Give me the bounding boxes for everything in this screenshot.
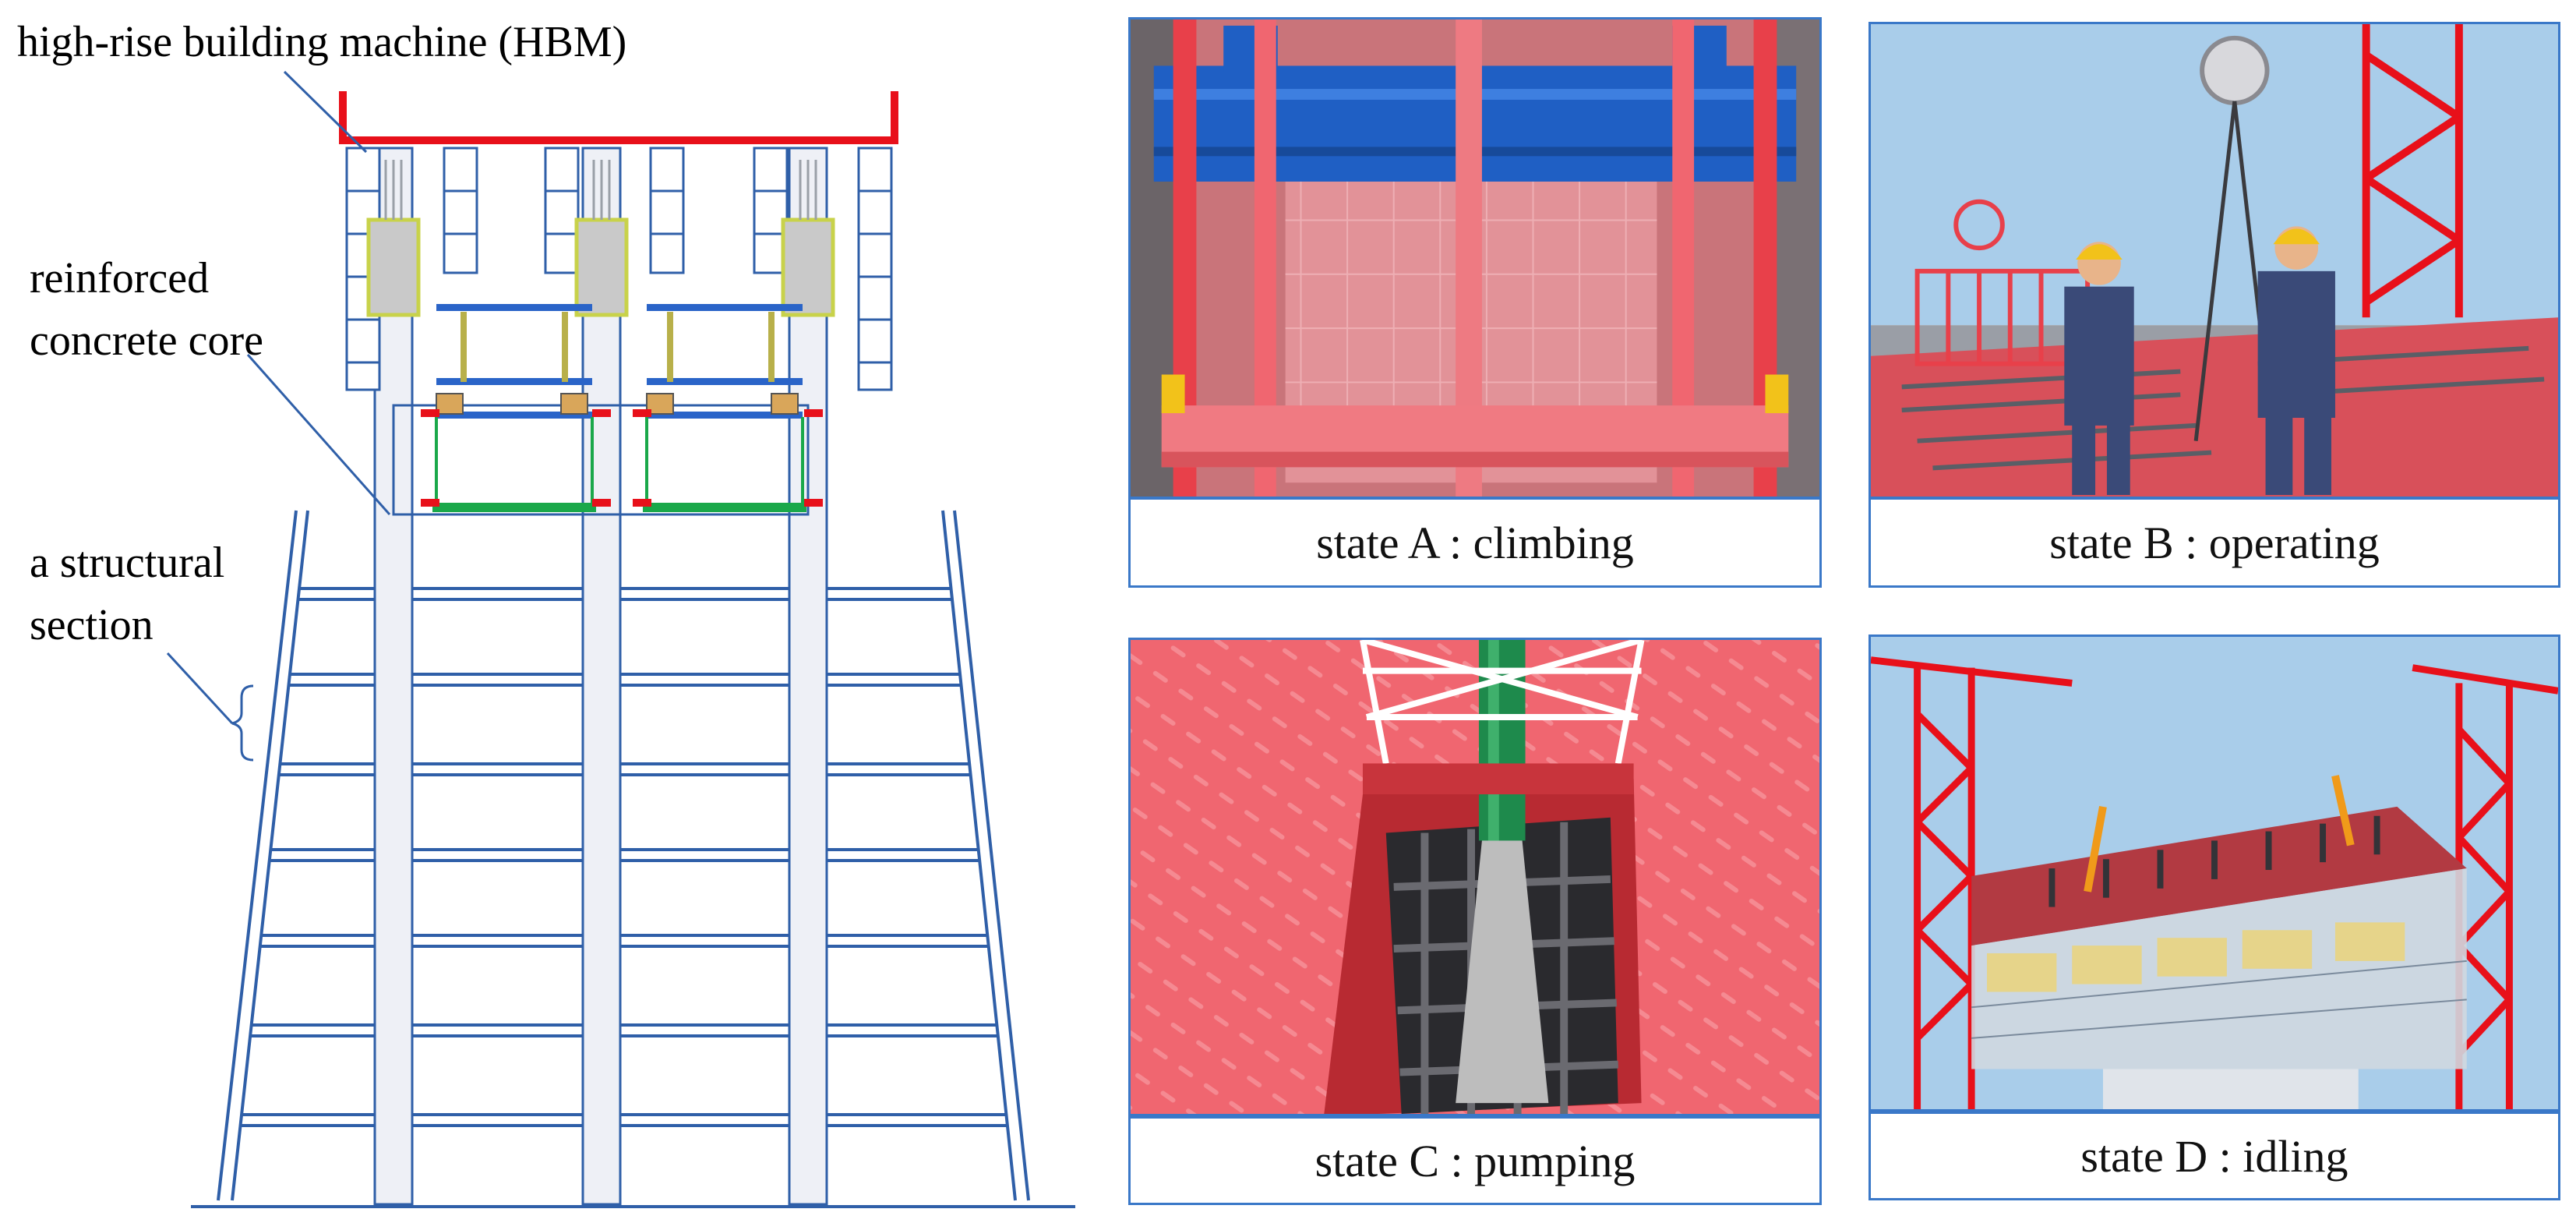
state-c-image	[1128, 638, 1822, 1116]
support-pad	[592, 409, 611, 417]
pumping-scene-icon	[1131, 640, 1819, 1114]
formwork-panel	[544, 147, 580, 274]
left-outer-edge	[217, 510, 298, 1201]
state-d-image	[1868, 634, 2560, 1112]
steel-beam	[436, 412, 592, 419]
leader-lines	[166, 70, 391, 762]
right-outer-edge	[953, 510, 1030, 1201]
hanging-rod	[562, 312, 568, 382]
support-pad	[421, 499, 439, 507]
hydraulic-jack	[436, 393, 464, 415]
hydraulic-jack	[771, 393, 799, 415]
working-platform	[643, 503, 806, 512]
state-a-panel: state A : climbing	[1128, 17, 1822, 588]
state-c-panel: state C : pumping	[1128, 638, 1822, 1205]
core-leader-line	[246, 354, 391, 515]
hanging-rod	[768, 312, 775, 382]
state-b-caption: state B : operating	[1868, 497, 2560, 588]
hbm-structure-diagram: high-rise building machine (HBM) reinfor…	[17, 18, 1075, 1208]
hbm-support-column	[781, 217, 835, 317]
hbm-support-column	[366, 217, 421, 317]
steel-beam	[647, 304, 803, 311]
support-pad	[804, 409, 823, 417]
hbm-label: high-rise building machine (HBM)	[17, 18, 626, 66]
idling-scene-icon	[1871, 637, 2558, 1109]
hanging-rod	[461, 312, 467, 382]
core-column	[581, 147, 622, 1206]
hbm-top-frame	[339, 91, 898, 144]
hbm-leader-line	[283, 70, 368, 154]
steel-beam	[647, 378, 803, 385]
state-a-caption: state A : climbing	[1128, 497, 1822, 588]
support-pad	[592, 499, 611, 507]
state-d-caption: state D : idling	[1868, 1112, 2560, 1200]
hbm-machine	[345, 147, 893, 512]
core-label-line-1: reinforced	[30, 254, 209, 302]
section-label-line-2: section	[30, 601, 154, 649]
steel-beam	[647, 412, 803, 419]
state-c-caption: state C : pumping	[1128, 1116, 1822, 1205]
hbm-support-column	[574, 217, 629, 317]
section-label-line-1: a structural	[30, 539, 224, 587]
support-pad	[633, 499, 651, 507]
formwork-panel	[345, 147, 381, 391]
left-inner-edge	[231, 510, 309, 1201]
section-brace	[231, 684, 254, 762]
right-inner-edge	[941, 510, 1017, 1201]
state-b-panel: state B : operating	[1868, 22, 2560, 588]
floor-slabs	[240, 587, 1007, 1127]
operating-scene-icon	[1871, 24, 2558, 497]
core-column	[788, 147, 828, 1206]
building-outline	[191, 510, 1075, 1208]
section-leader-line	[166, 652, 234, 725]
support-pad	[633, 409, 651, 417]
steel-beam	[436, 378, 592, 385]
support-pad	[421, 409, 439, 417]
state-d-panel: state D : idling	[1868, 634, 2560, 1200]
support-pad	[804, 499, 823, 507]
core-wall-band	[392, 404, 810, 516]
working-platform	[432, 503, 596, 512]
formwork-panel	[649, 147, 685, 274]
state-b-image	[1868, 22, 2560, 499]
hanging-rod	[667, 312, 673, 382]
hydraulic-jack	[560, 393, 588, 415]
formwork-panel	[857, 147, 893, 391]
core-label-line-2: concrete core	[30, 316, 263, 365]
formwork-panel	[443, 147, 478, 274]
steel-beam	[436, 304, 592, 311]
core-column	[373, 147, 414, 1206]
climbing-scene-icon	[1131, 19, 1819, 497]
core-columns	[373, 147, 828, 1206]
state-a-image	[1128, 17, 1822, 499]
